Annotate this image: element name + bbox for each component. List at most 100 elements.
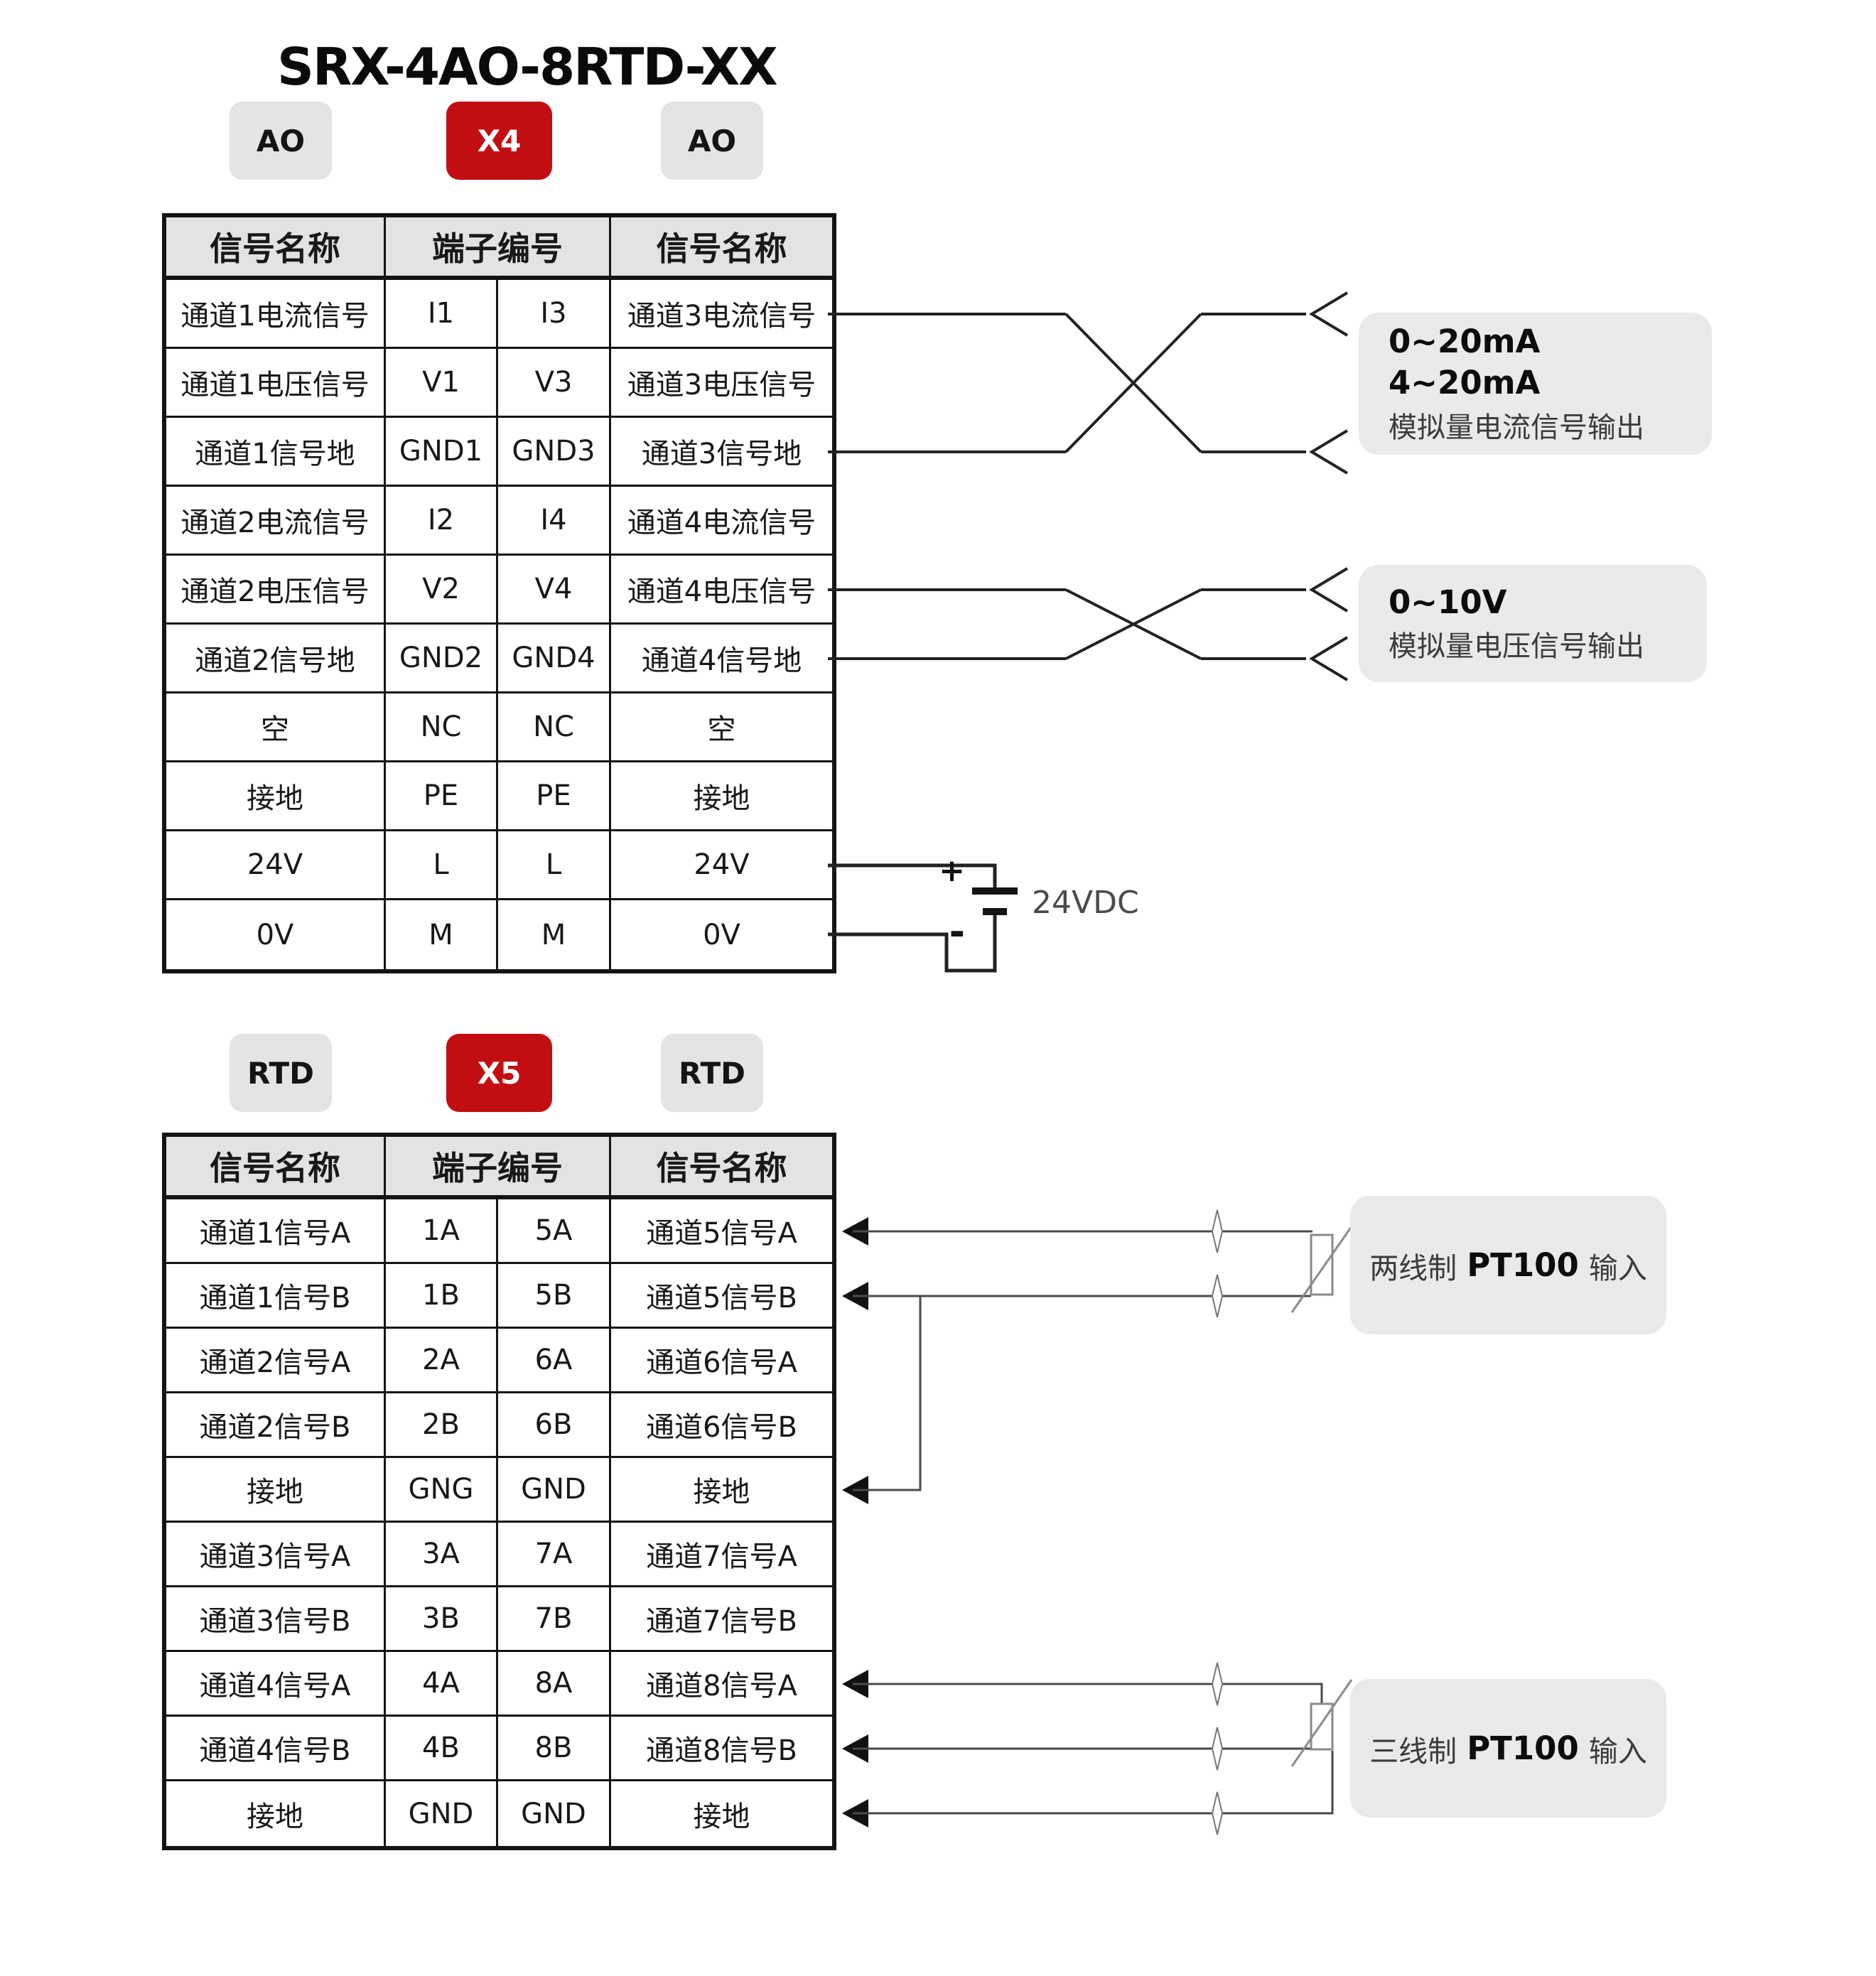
terminal-number-cell: GND [386,1781,498,1846]
terminal-number-cell: 5B [498,1264,611,1329]
signal-name-cell: 通道1电压信号 [166,349,386,418]
terminal-number-cell: 4A [386,1652,498,1717]
column-header-terminal-number: 端子编号 [386,217,611,280]
terminal-number-cell: 7B [498,1587,611,1652]
signal-name-cell: 空 [166,693,386,762]
wire-node-icon [1211,1209,1224,1253]
note-desc-line: 模拟量电压信号输出 [1389,630,1644,664]
rtd-right-badge: RTD [661,1034,763,1112]
terminal-number-cell: V1 [386,349,498,418]
battery-minus-label: - [949,909,965,954]
signal-name-cell: 通道4信号地 [611,625,832,693]
two-wire-pt100-note: 两线制 PT100 输入 [1350,1196,1666,1334]
terminal-number-cell: GND2 [386,625,498,693]
signal-name-cell: 通道6信号A [611,1329,832,1393]
connector-x4-badge: X4 [446,102,552,180]
terminal-number-cell: 6A [498,1329,611,1393]
terminal-number-cell: M [498,900,611,969]
terminal-number-cell: I3 [498,280,611,349]
signal-name-cell: 24V [611,831,832,900]
note-range-line: 4~20mA [1389,364,1541,401]
note-text: PT100 [1467,1729,1579,1767]
ao-current-twisted-pair-icon [828,291,1349,475]
terminal-number-cell: 8A [498,1652,611,1717]
wire-node-icon [1211,1727,1224,1771]
signal-name-cell: 通道4电压信号 [611,556,832,625]
signal-name-cell: 空 [611,693,832,762]
arrow-left-icon [842,1282,868,1310]
arrow-left-icon [842,1799,868,1827]
arrow-left-icon [842,1217,868,1246]
signal-name-cell: 通道2电流信号 [166,487,386,556]
signal-name-cell: 通道3信号地 [611,418,832,487]
column-header-signal-name: 信号名称 [166,1137,386,1199]
note-text: 输入 [1588,1251,1647,1285]
terminal-number-cell: GND1 [386,418,498,487]
pt100-resistor-icon [1310,1702,1334,1751]
terminal-number-cell: PE [386,762,498,831]
wire-node-icon [1211,1662,1224,1706]
arrow-left-icon [842,1670,868,1698]
terminal-number-cell: 8B [498,1717,611,1781]
signal-name-cell: 通道2信号地 [166,625,386,693]
signal-name-cell: 0V [166,900,386,969]
signal-name-cell: 24V [166,831,386,900]
signal-name-cell: 通道2信号B [166,1393,386,1458]
note-desc-line: 模拟量电流信号输出 [1389,411,1644,444]
terminal-number-cell: M [386,900,498,969]
note-text: 两线制 [1369,1251,1457,1285]
signal-name-cell: 接地 [611,1781,832,1846]
page-title: SRX-4AO-8RTD-XX [277,37,778,97]
signal-name-cell: 通道3电流信号 [611,280,832,349]
column-header-signal-name: 信号名称 [611,1137,832,1199]
terminal-number-cell: PE [498,762,611,831]
ao-left-badge: AO [230,102,332,180]
terminal-number-cell: NC [498,693,611,762]
signal-name-cell: 通道4信号B [166,1717,386,1781]
terminal-number-cell: I1 [386,280,498,349]
terminal-number-cell: 1B [386,1264,498,1329]
terminal-number-cell: GND3 [498,418,611,487]
signal-name-cell: 通道2信号A [166,1329,386,1393]
signal-name-cell: 通道5信号B [611,1264,832,1329]
signal-name-cell: 通道8信号A [611,1652,832,1717]
terminal-number-cell: 7A [498,1523,611,1587]
three-wire-pt100-note: 三线制 PT100 输入 [1350,1679,1666,1818]
terminal-number-cell: 2B [386,1393,498,1458]
note-text: PT100 [1467,1246,1579,1284]
signal-name-cell: 通道6信号B [611,1393,832,1458]
rtd-three-wire-pt100-icon [842,1662,1353,1835]
terminal-number-cell: GND [498,1458,611,1523]
terminal-number-cell: 3B [386,1587,498,1652]
signal-name-cell: 0V [611,900,832,969]
note-text: 三线制 [1369,1734,1457,1769]
terminal-number-cell: I2 [386,487,498,556]
note-text: 输入 [1588,1734,1647,1769]
signal-name-cell: 通道1信号地 [166,418,386,487]
signal-name-cell: 通道5信号A [611,1199,832,1264]
signal-name-cell: 通道4电流信号 [611,487,832,556]
ao-voltage-twisted-pair-icon [828,567,1349,681]
wire-node-icon [1211,1274,1224,1318]
column-header-signal-name: 信号名称 [166,217,386,280]
signal-name-cell: 通道8信号B [611,1717,832,1781]
terminal-number-cell: V4 [498,556,611,625]
pt100-resistor-icon [1310,1233,1334,1296]
terminal-number-cell: NC [386,693,498,762]
rtd-left-badge: RTD [230,1034,332,1112]
signal-name-cell: 通道1电流信号 [166,280,386,349]
signal-name-cell: 接地 [166,1781,386,1846]
terminal-number-cell: 6B [498,1393,611,1458]
current-output-note: 0~20mA 4~20mA 模拟量电流信号输出 [1359,313,1712,455]
signal-name-cell: 通道3信号A [166,1523,386,1587]
voltage-output-note: 0~10V 模拟量电压信号输出 [1359,565,1707,682]
signal-name-cell: 通道1信号B [166,1264,386,1329]
terminal-number-cell: V3 [498,349,611,418]
signal-name-cell: 通道2电压信号 [166,556,386,625]
signal-name-cell: 接地 [166,762,386,831]
battery-voltage-label: 24VDC [1032,885,1139,921]
battery-plus-label: + [939,853,965,889]
